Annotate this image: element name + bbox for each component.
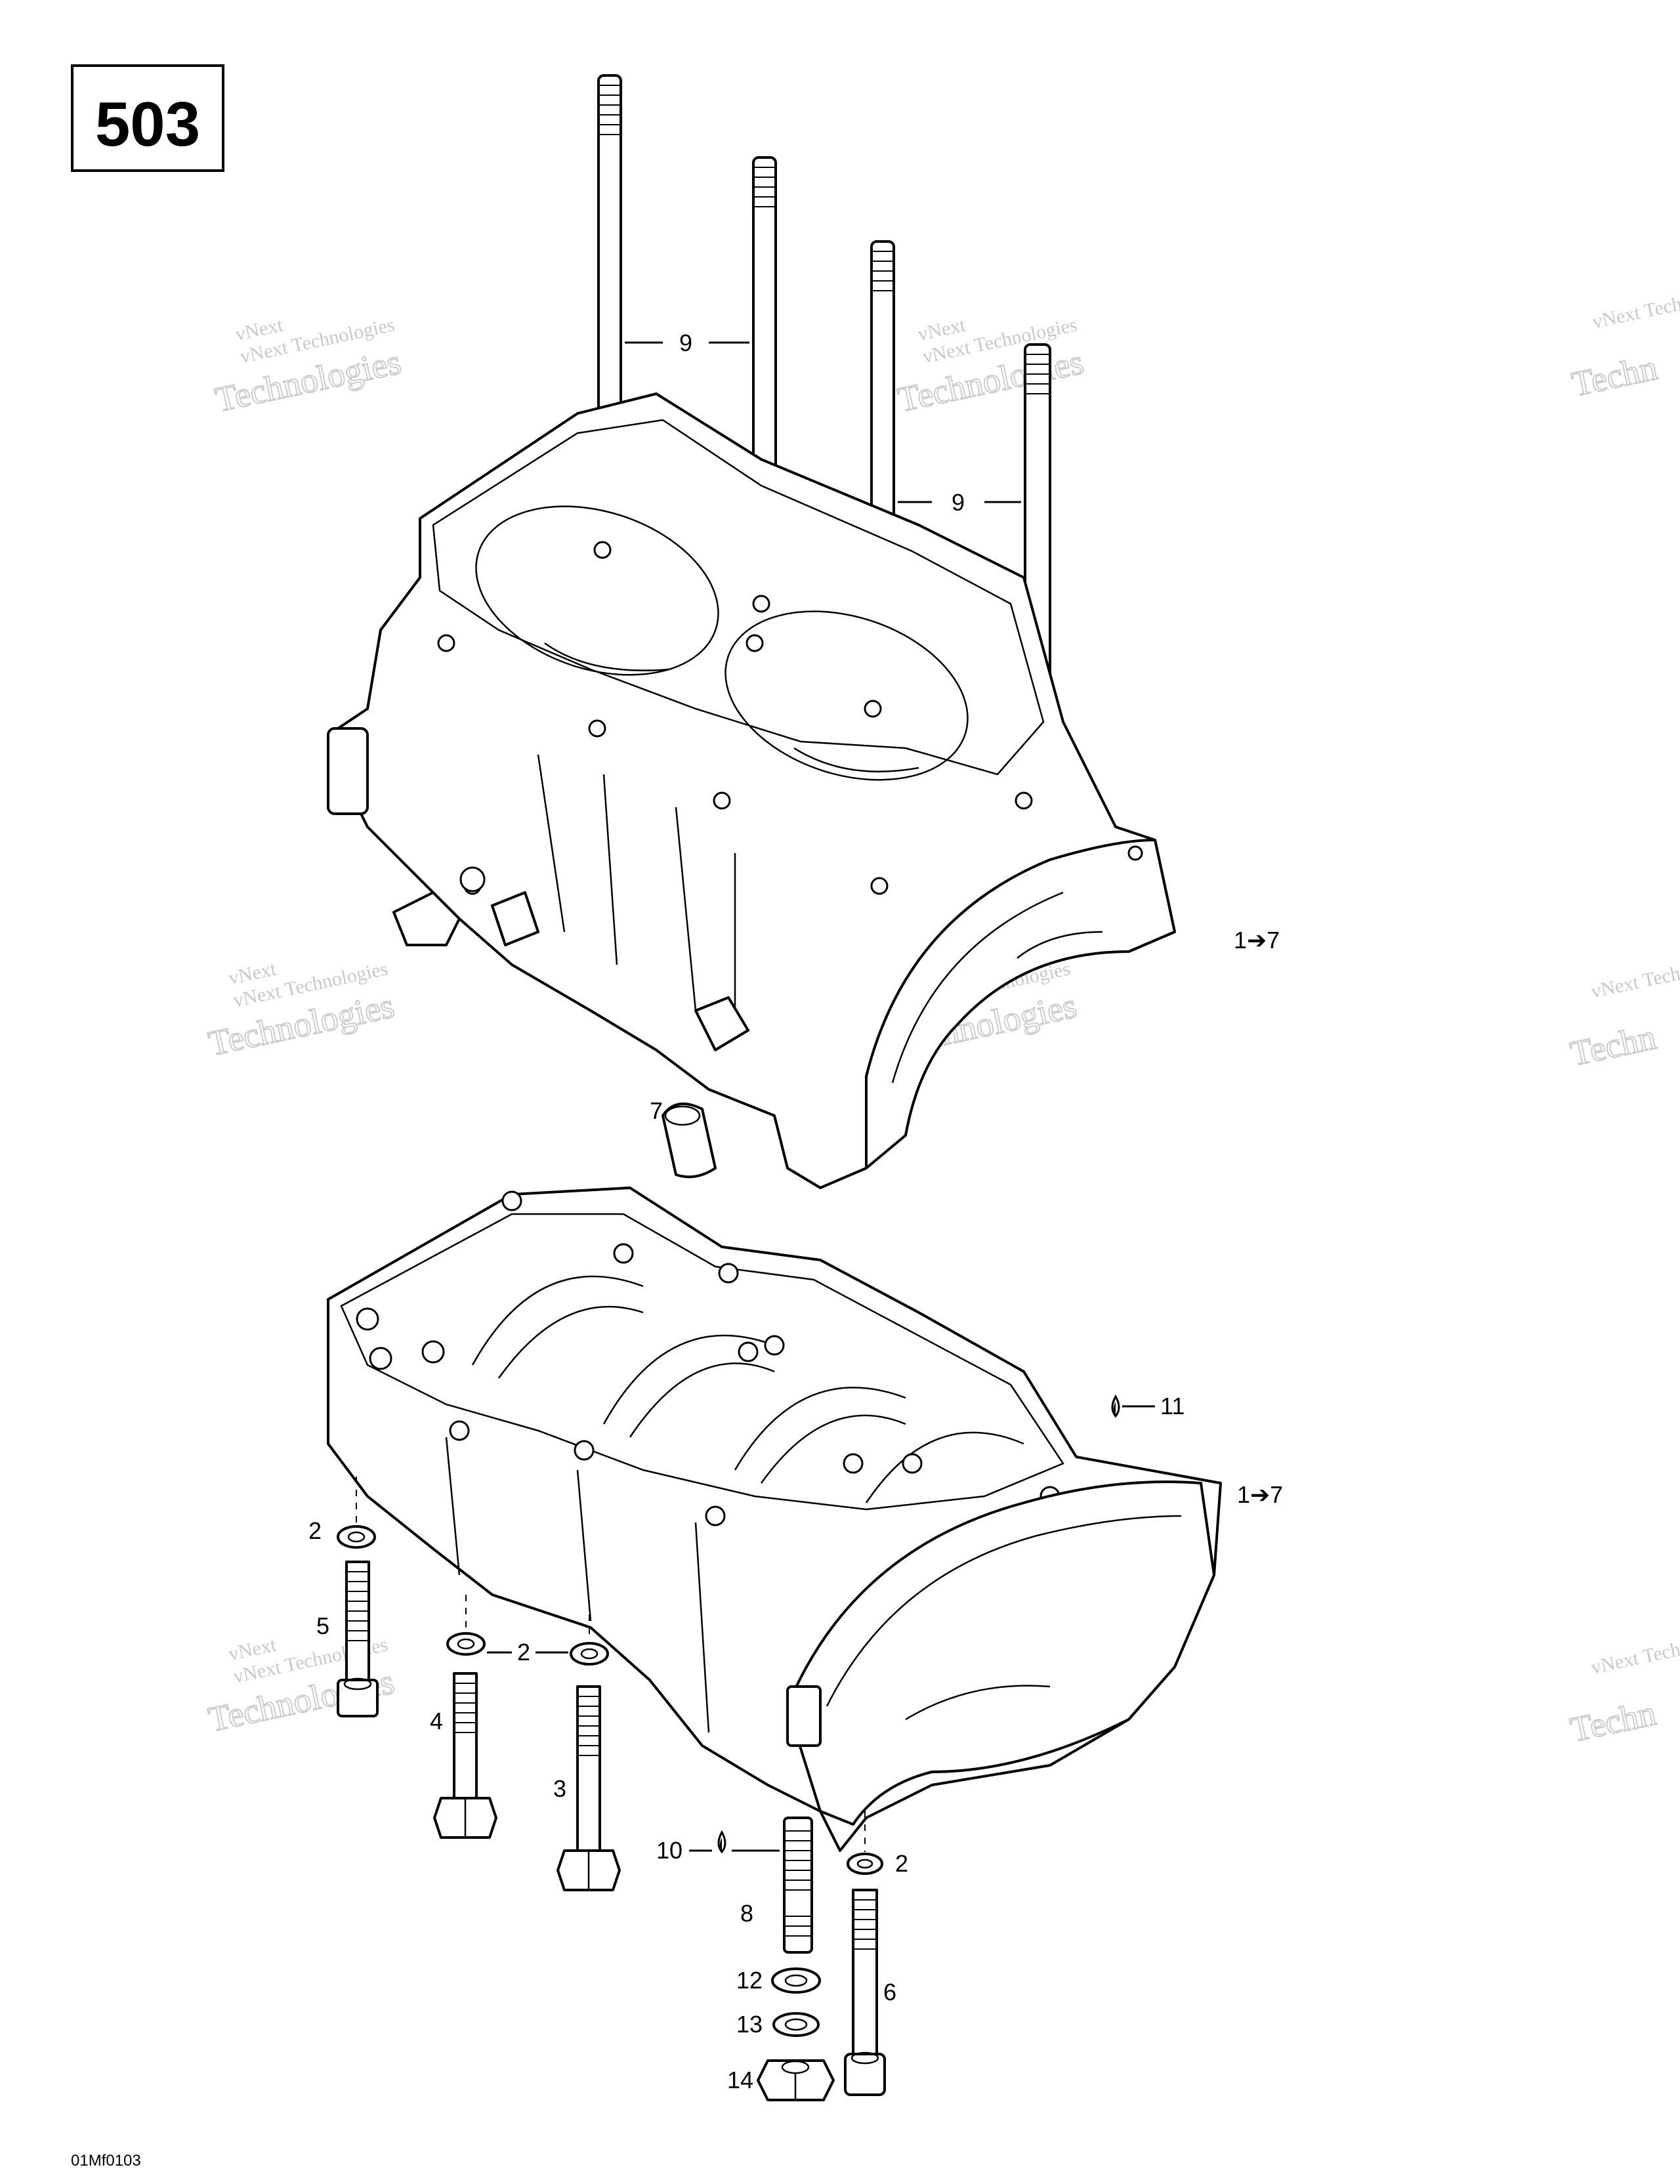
lower-crankcase (327, 1186, 1222, 1852)
callout-2: 2 (308, 1517, 322, 1544)
watermark-text: vNext Techn (1589, 1637, 1680, 1679)
washer (446, 1632, 486, 1656)
callout-6: 6 (883, 1979, 896, 2006)
watermark-text: Techn (1567, 1693, 1660, 1750)
watermark-text: vNext Techn (1589, 961, 1680, 1003)
flat-washer (771, 1967, 821, 1994)
callout-2: 2 (517, 1639, 530, 1666)
washer (337, 1525, 376, 1549)
lock-washer (772, 2012, 820, 2037)
screw-socket-head (844, 1889, 886, 2096)
hex-nut (757, 2059, 835, 2101)
callout-2: 2 (895, 1850, 908, 1877)
bolt-hex-head (556, 1685, 621, 1891)
callout-7: 7 (650, 1097, 663, 1124)
figure-code: 01Mf0103 (71, 2152, 141, 2170)
watermark-text: vNext Techn (1591, 291, 1680, 333)
watermark-text: Techn (1567, 1017, 1660, 1074)
callout-9: 9 (952, 489, 965, 516)
screw-socket-head (337, 1561, 379, 1717)
stud-short (783, 1816, 813, 1954)
callouts: 9 9 1➔7 7 11 1➔7 2 5 2 4 3 10 2 8 6 12 1… (308, 329, 1283, 2093)
callout-1-to-7: 1➔7 (1237, 1481, 1283, 1508)
diagram-number: 503 (95, 89, 200, 159)
callout-10: 10 (656, 1837, 682, 1864)
bolt-hex-head (433, 1672, 497, 1839)
adhesive-drop-icon (717, 1830, 726, 1854)
adhesive-drop-icon (1111, 1394, 1120, 1418)
callout-1-to-7: 1➔7 (1234, 927, 1280, 954)
callout-13: 13 (736, 2011, 763, 2038)
callout-12: 12 (736, 1967, 763, 1994)
callout-11: 11 (1160, 1393, 1185, 1419)
upper-crankcase (327, 392, 1176, 1189)
callout-14: 14 (727, 2067, 753, 2093)
callout-4: 4 (430, 1708, 443, 1734)
part-seal (662, 1102, 717, 1179)
callout-5: 5 (316, 1612, 329, 1639)
washer (570, 1642, 609, 1666)
diagram-number-box: 503 (71, 64, 224, 172)
callout-3: 3 (553, 1775, 566, 1802)
callout-8: 8 (740, 1900, 753, 1927)
callout-9: 9 (679, 329, 692, 356)
watermark-text: Techn (1568, 348, 1661, 404)
axis-lines (356, 1477, 866, 1852)
washer (847, 1853, 883, 1875)
